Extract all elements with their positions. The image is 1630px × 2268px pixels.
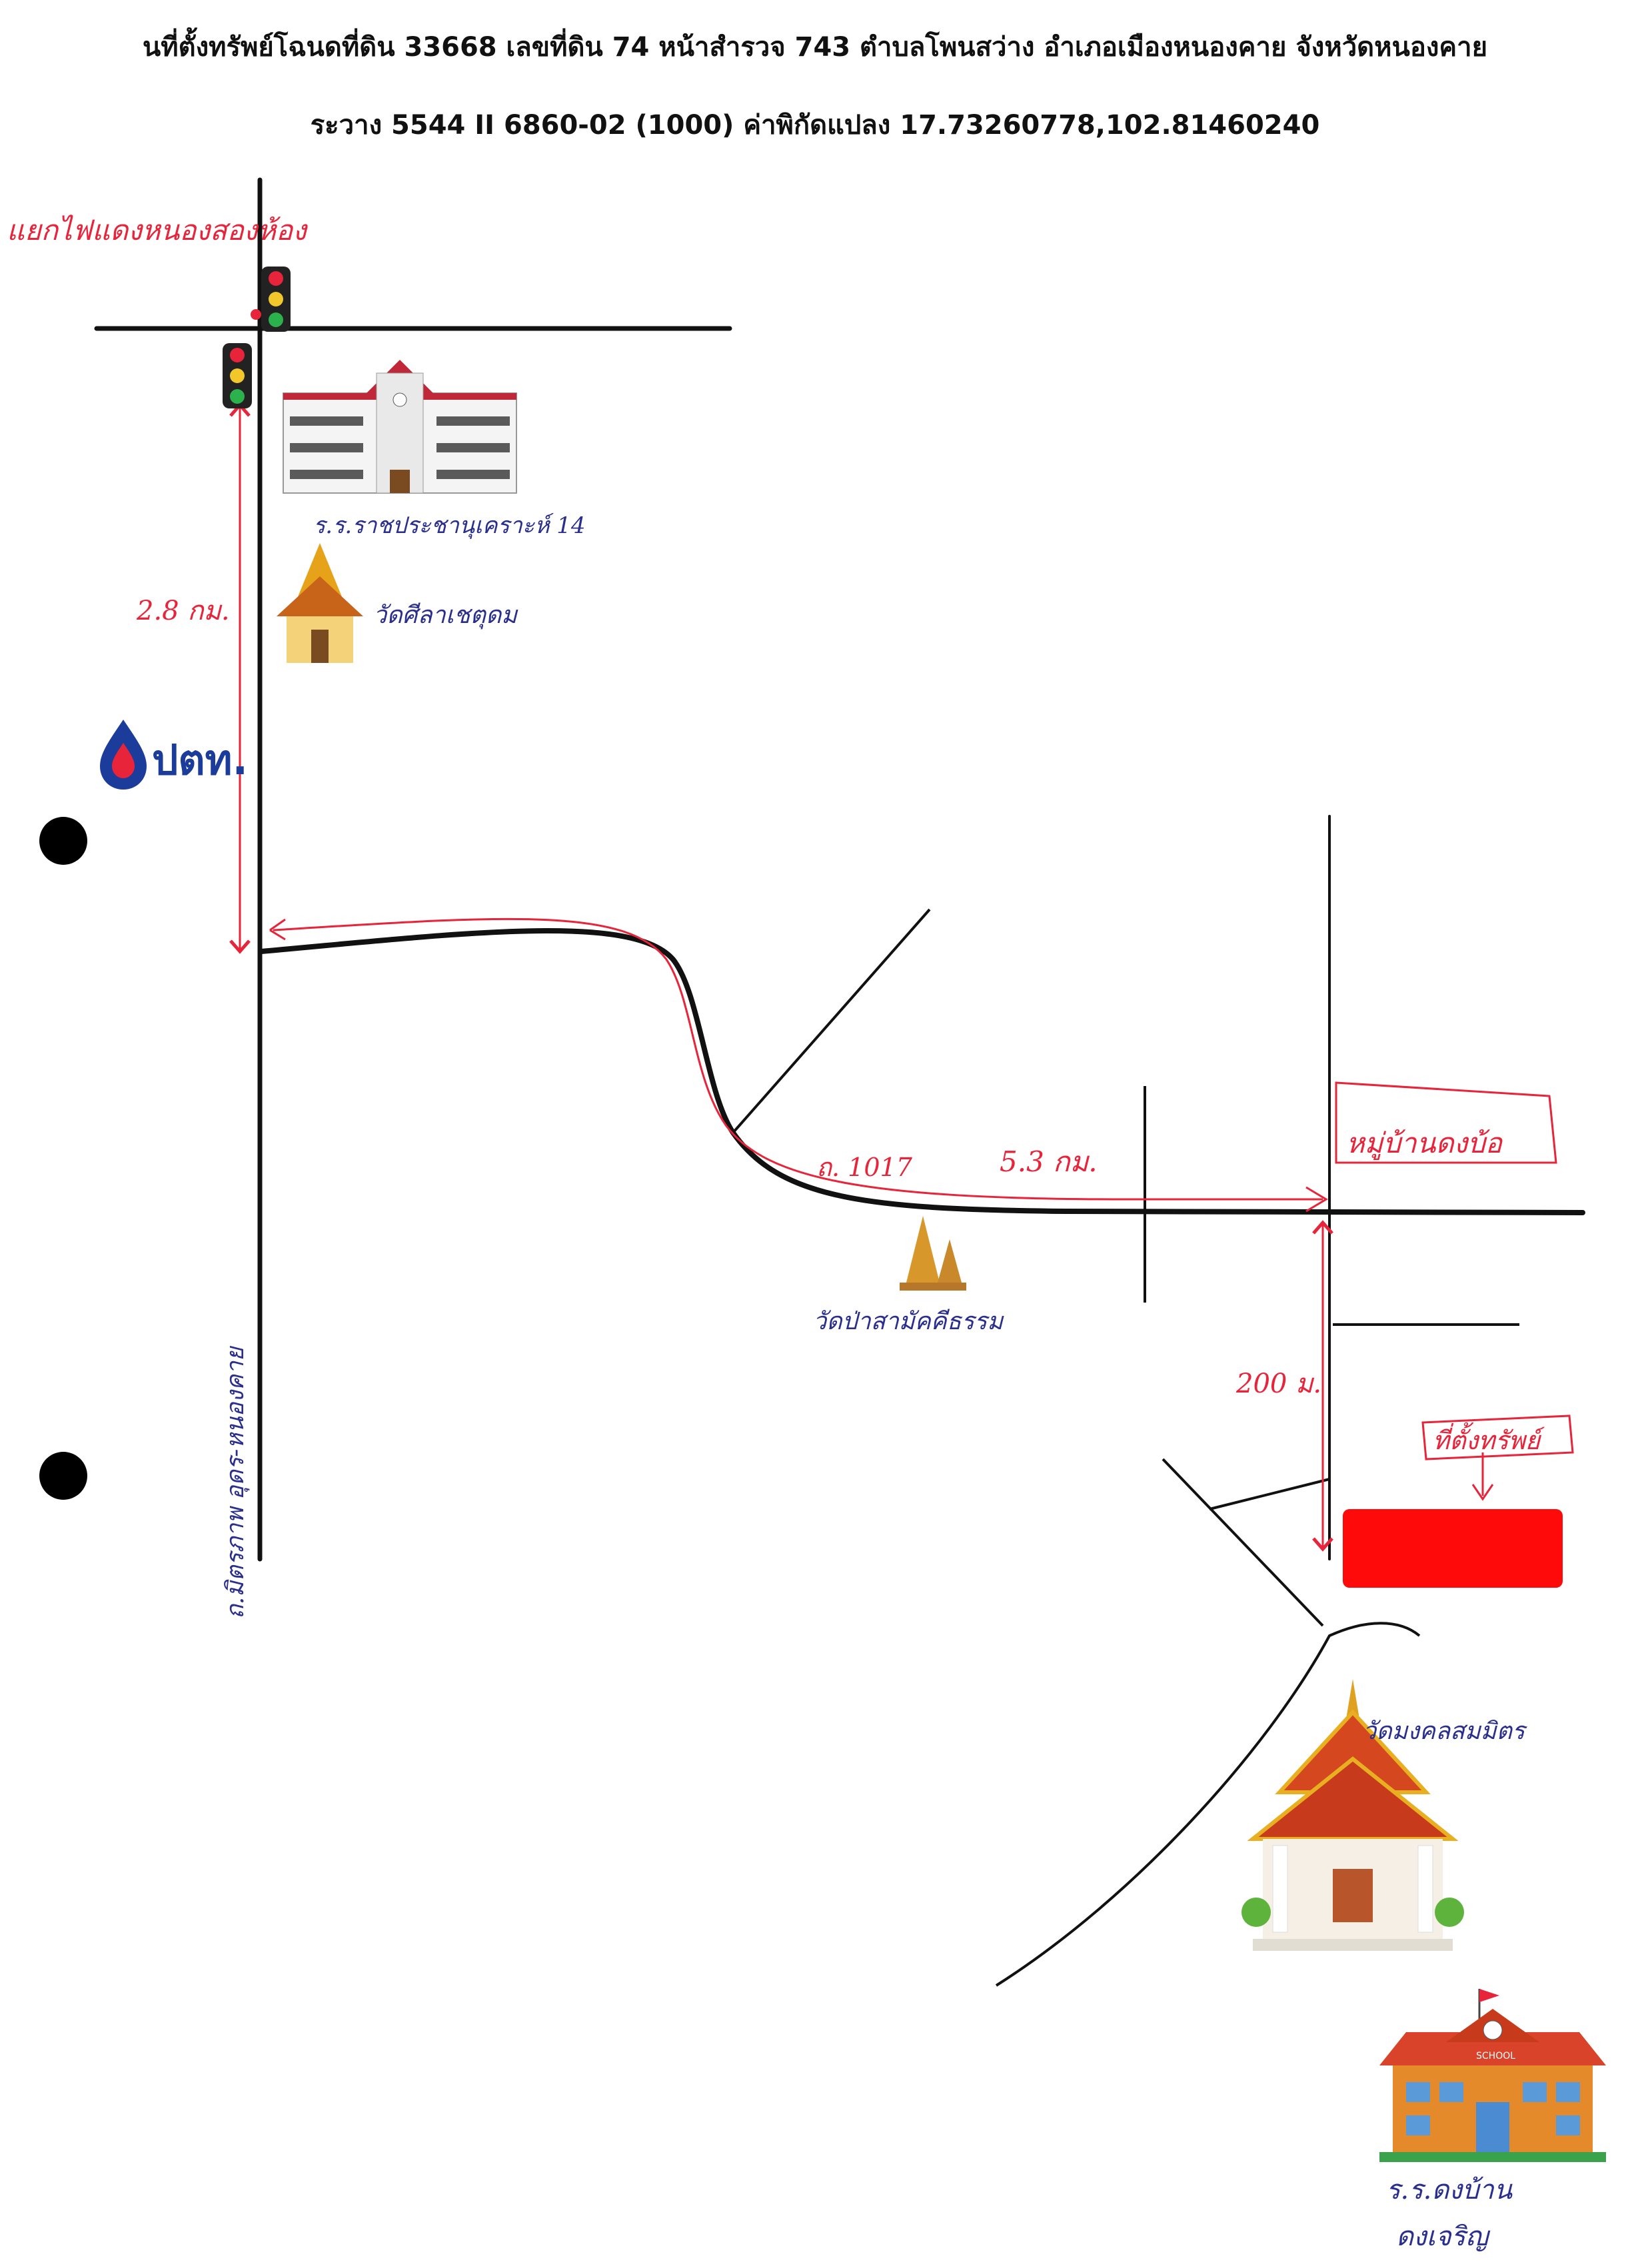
label-property: ที่ตั้งทรัพย์: [1433, 1422, 1545, 1455]
label-village: หมู่บ้านดงบ้อ: [1346, 1127, 1503, 1160]
temple-icon: [277, 543, 363, 663]
traffic-light-icon: [223, 343, 252, 408]
label-school-bottom-2: ดงเจริญ: [1396, 2221, 1491, 2252]
route-path: [229, 402, 1494, 1552]
pagoda-icon: [900, 1216, 966, 1291]
school-icon: SCHOOL: [1379, 1989, 1606, 2162]
label-temple-2: วัดป่าสามัคคีธรรม: [813, 1308, 1004, 1335]
school-building-icon: [283, 360, 517, 494]
road-1017: [259, 927, 1585, 1215]
label-school-bottom-1: ร.ร.ดงบ้าน: [1386, 2175, 1513, 2205]
ptt-brand-text: ปตท.: [152, 736, 248, 784]
property-marker: [1343, 1509, 1563, 1588]
ptt-logo-icon: ปตท.: [100, 720, 248, 790]
label-distance-1: 2.8 กม.: [136, 596, 230, 626]
property-label-box: [1421, 1415, 1574, 1460]
margin-dot: [39, 817, 87, 865]
minor-roads: [732, 908, 1519, 1987]
label-road-1017: ถ. 1017: [816, 1153, 913, 1182]
label-school-top: ร.ร.ราชประชานุเคราะห์ 14: [313, 512, 586, 539]
label-temple-3: วัดมงคลสมมิตร: [1363, 1718, 1528, 1745]
label-distance-2: 5.3 กม.: [1000, 1145, 1098, 1178]
village-label-box: [1335, 1081, 1557, 1164]
large-temple-icon: [1241, 1679, 1464, 1951]
school-sign-text: SCHOOL: [1476, 2051, 1515, 2061]
map-title-line-2: ระวาง 5544 II 6860-02 (1000) ค่าพิกัดแปล…: [310, 110, 1320, 141]
label-intersection: แยกไฟแดงหนองสองห้อง: [7, 214, 308, 247]
map-title-line-1: นที่ตั้งทรัพย์โฉนดที่ดิน 33668 เลขที่ดิน…: [142, 32, 1488, 63]
label-distance-3: 200 ม.: [1235, 1369, 1321, 1399]
road-network: [94, 177, 1585, 1562]
traffic-light-icon: [251, 267, 291, 332]
label-road-main: ถ.มิตรภาพ อุดร-หนองคาย: [222, 1345, 250, 1619]
label-temple-1: วัดศีลาเชตุดม: [373, 602, 518, 630]
margin-dot: [39, 1452, 87, 1500]
